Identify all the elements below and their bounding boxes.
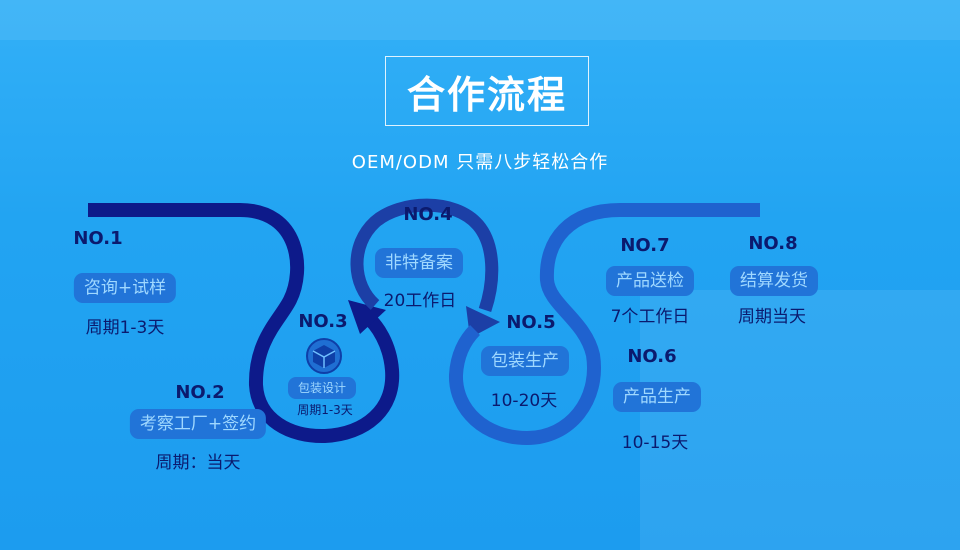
- step-1-number: NO.1: [73, 228, 123, 249]
- step-4-duration: 20工作日: [383, 291, 457, 311]
- package-box-icon: [306, 338, 342, 374]
- step-3-number: NO.3: [298, 311, 348, 332]
- step-5-number: NO.5: [506, 312, 556, 333]
- step-7-number: NO.7: [620, 235, 670, 256]
- step-5-label: 包装生产: [481, 346, 569, 376]
- step-7-label: 产品送检: [606, 266, 694, 296]
- flow-path-1-3: [88, 203, 400, 444]
- step-8-number: NO.8: [748, 233, 798, 254]
- step-6-label: 产品生产: [613, 382, 701, 412]
- background-ceiling: [0, 0, 960, 40]
- step-7-duration: 7个工作日: [610, 307, 690, 327]
- flow-path-4: [350, 198, 499, 313]
- background-lab-bench: [640, 290, 960, 550]
- step-3-duration: 周期1-3天: [297, 403, 353, 417]
- step-6-duration: 10-15天: [621, 433, 689, 453]
- step-3-label: 包装设计: [287, 377, 357, 399]
- step-1-label: 咨询+试样: [73, 273, 177, 303]
- page-title: 合作流程: [385, 56, 589, 126]
- step-8-duration: 周期当天: [738, 307, 806, 327]
- page-subtitle: OEM/ODM 只需八步轻松合作: [351, 152, 609, 173]
- step-5-duration: 10-20天: [490, 391, 558, 411]
- step-1-duration: 周期1-3天: [85, 318, 165, 338]
- flow-path-5-8: [448, 203, 760, 446]
- step-4-label: 非特备案: [375, 248, 463, 278]
- step-4-number: NO.4: [403, 204, 453, 225]
- step-2-duration: 周期：当天: [155, 453, 241, 473]
- step-2-label: 考察工厂+签约: [129, 409, 267, 439]
- step-6-number: NO.6: [627, 346, 677, 367]
- step-8-label: 结算发货: [730, 266, 818, 296]
- step-2-number: NO.2: [175, 382, 225, 403]
- arrowhead-icon: [348, 300, 386, 334]
